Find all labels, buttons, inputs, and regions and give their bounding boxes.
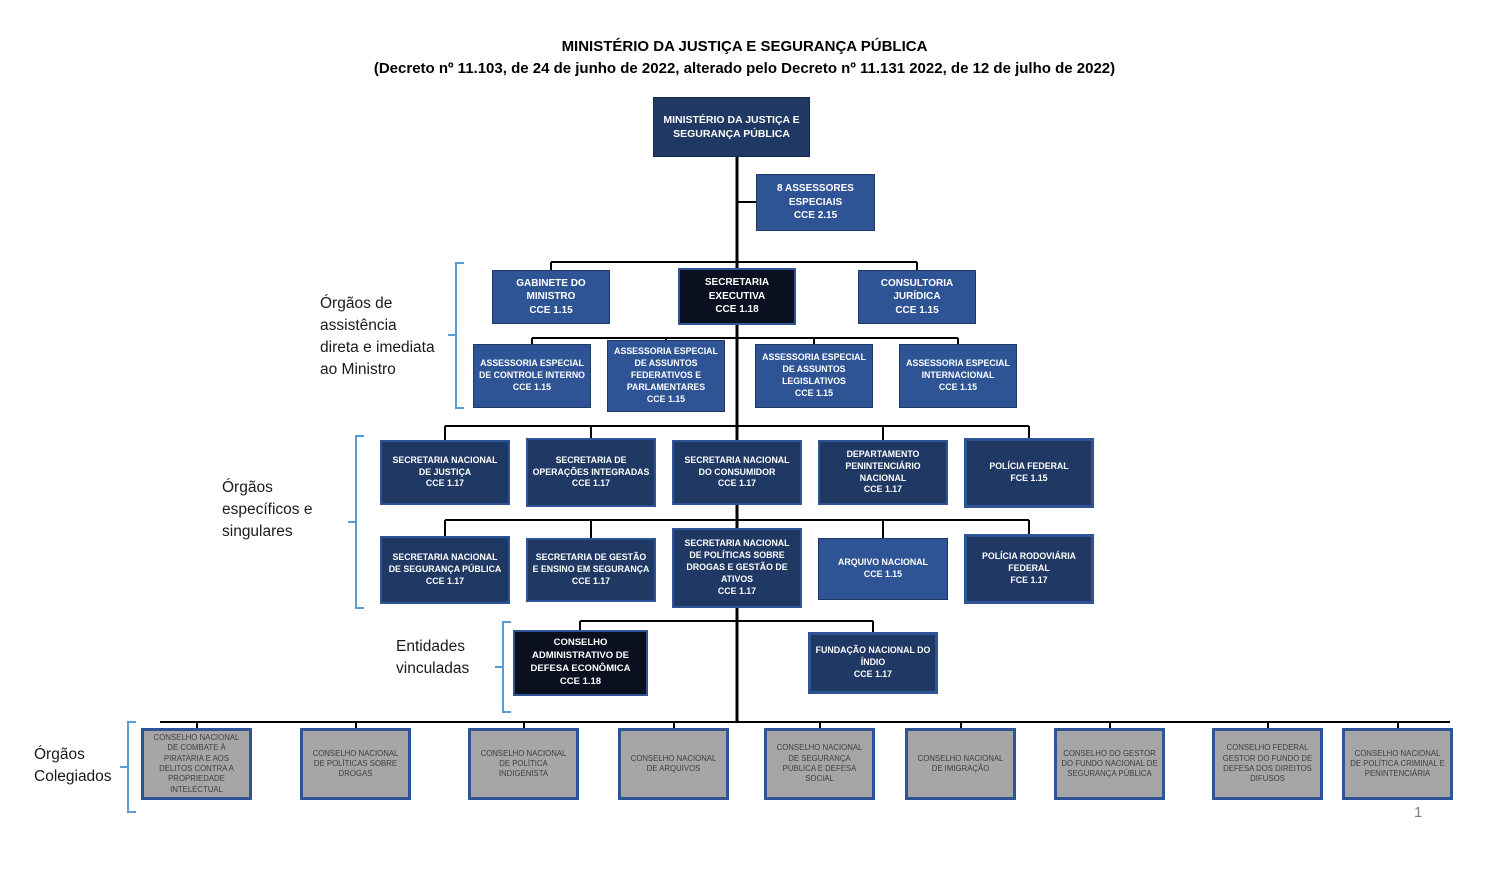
- box-code: CCE 1.17: [571, 575, 611, 586]
- box-code: CCE 1.15: [938, 381, 978, 392]
- box-conselho-combate-pirataria: CONSELHO NACIONAL DE COMBATE À PIRATARIA…: [141, 728, 252, 800]
- box-secretaria-politicas-drogas: SECRETARIA NACIONAL DE POLÍTICAS SOBRE D…: [672, 528, 802, 608]
- page-subtitle: (Decreto nº 11.103, de 24 de junho de 20…: [373, 60, 1116, 77]
- bracket-orgaos-assistencia: [448, 262, 464, 409]
- box-code: CCE 1.15: [512, 381, 552, 392]
- box-code: CCE 1.15: [863, 569, 903, 579]
- box-code: CCE 1.15: [895, 304, 939, 316]
- box-label: CONSELHO NACIONAL DE SEGURANÇA PÚBLICA E…: [776, 743, 863, 784]
- box-fundacao-nacional-indio: FUNDAÇÃO NACIONAL DO ÍNDIO CCE 1.17: [808, 632, 938, 694]
- box-secretaria-executiva: SECRETARIA EXECUTIVA CCE 1.18: [678, 268, 796, 325]
- box-code: CCE 1.15: [529, 304, 573, 316]
- box-label: CONSELHO NACIONAL DE POLÍTICA INDIGENIST…: [480, 748, 567, 779]
- box-conselho-seguranca-defesa-social: CONSELHO NACIONAL DE SEGURANÇA PÚBLICA E…: [764, 728, 875, 800]
- box-label: CONSELHO NACIONAL DE ARQUIVOS: [630, 753, 717, 773]
- box-label: CONSELHO FEDERAL GESTOR DO FUNDO DE DEFE…: [1222, 743, 1313, 784]
- bracket-entidades-vinculadas: [495, 621, 511, 713]
- box-code: CCE 1.18: [559, 675, 602, 687]
- box-code: CCE 1.17: [853, 668, 893, 679]
- box-label: SECRETARIA DE GESTÃO E ENSINO EM SEGURAN…: [532, 552, 650, 575]
- box-secretaria-seguranca-publica: SECRETARIA NACIONAL DE SEGURANÇA PÚBLICA…: [380, 536, 510, 604]
- box-secretaria-nacional-justica: SECRETARIA NACIONAL DE JUSTIÇA CCE 1.17: [380, 440, 510, 505]
- box-assessoria-assuntos-federativos: ASSESSORIA ESPECIAL DE ASSUNTOS FEDERATI…: [607, 340, 725, 412]
- box-conselho-politica-criminal: CONSELHO NACIONAL DE POLÍTICA CRIMINAL E…: [1342, 728, 1453, 800]
- box-label: CONSELHO NACIONAL DE POLÍTICA CRIMINAL E…: [1350, 748, 1445, 779]
- box-conselho-politica-indigenista: CONSELHO NACIONAL DE POLÍTICA INDIGENIST…: [468, 728, 579, 800]
- box-label: ASSESSORIA ESPECIAL DE CONTROLE INTERNO: [478, 358, 586, 381]
- box-secretaria-operacoes-integradas: SECRETARIA DE OPERAÇÕES INTEGRADAS CCE 1…: [526, 438, 656, 507]
- box-secretaria-nacional-consumidor: SECRETARIA NACIONAL DO CONSUMIDOR CCE 1.…: [672, 440, 802, 505]
- box-label: POLÍCIA FEDERAL: [989, 461, 1069, 472]
- box-policia-federal: POLÍCIA FEDERAL FCE 1.15: [964, 438, 1094, 508]
- box-label: GABINETE DO MINISTRO: [516, 277, 586, 303]
- label-orgaos-especificos: Órgãos específicos e singulares: [222, 479, 313, 540]
- box-label: SECRETARIA NACIONAL DE POLÍTICAS SOBRE D…: [684, 538, 790, 584]
- box-code: CCE 2.15: [793, 210, 838, 222]
- box-conselho-politicas-drogas: CONSELHO NACIONAL DE POLÍTICAS SOBRE DRO…: [300, 728, 411, 800]
- box-label: FUNDAÇÃO NACIONAL DO ÍNDIO: [815, 645, 931, 668]
- box-conselho-arquivos: CONSELHO NACIONAL DE ARQUIVOS: [618, 728, 729, 800]
- label-orgaos-colegiados: Órgãos Colegiados: [34, 746, 112, 785]
- box-conselho-gestor-fundo-seguranca: CONSELHO DO GESTOR DO FUNDO NACIONAL DE …: [1054, 728, 1165, 800]
- label-orgaos-assistencia: Órgãos de assistência direta e imediata …: [320, 295, 435, 378]
- box-label: MINISTÉRIO DA JUSTIÇA E SEGURANÇA PÚBLIC…: [663, 113, 800, 140]
- label-entidades-vinculadas: Entidades vinculadas: [396, 638, 470, 677]
- box-code: CCE 1.15: [794, 387, 834, 398]
- page-title: MINISTÉRIO DA JUSTIÇA E SEGURANÇA PÚBLIC…: [561, 38, 928, 55]
- box-code: CCE 1.17: [425, 478, 465, 489]
- bracket-orgaos-especificos: [348, 435, 364, 609]
- box-label: POLÍCIA RODOVIÁRIA FEDERAL: [982, 551, 1076, 574]
- box-code: FCE 1.15: [1010, 473, 1048, 483]
- box-label: CONSELHO NACIONAL DE COMBATE À PIRATARIA…: [153, 733, 240, 794]
- box-label: SECRETARIA NACIONAL DE SEGURANÇA PÚBLICA: [388, 552, 502, 575]
- box-label: ASSESSORIA ESPECIAL DE ASSUNTOS LEGISLAT…: [762, 352, 866, 386]
- box-label: SECRETARIA DE OPERAÇÕES INTEGRADAS: [532, 454, 650, 477]
- bracket-orgaos-colegiados: [120, 721, 136, 813]
- box-label: SECRETARIA EXECUTIVA: [704, 277, 770, 302]
- box-code: CCE 1.17: [425, 575, 465, 586]
- box-label: ARQUIVO NACIONAL: [838, 557, 928, 568]
- box-assessoria-assuntos-legislativos: ASSESSORIA ESPECIAL DE ASSUNTOS LEGISLAT…: [755, 344, 873, 408]
- box-arquivo-nacional: ARQUIVO NACIONAL CCE 1.15: [818, 538, 948, 600]
- box-consultoria-juridica: CONSULTORIA JURÍDICA CCE 1.15: [858, 270, 976, 324]
- box-code: FCE 1.17: [1010, 574, 1048, 585]
- box-conselho-gestor-direitos-difusos: CONSELHO FEDERAL GESTOR DO FUNDO DE DEFE…: [1212, 728, 1323, 800]
- box-label: 8 ASSESSORES ESPECIAIS: [777, 183, 854, 208]
- box-label: CONSELHO NACIONAL DE IMIGRAÇÃO: [917, 753, 1004, 773]
- box-label: ASSESSORIA ESPECIAL DE ASSUNTOS FEDERATI…: [614, 346, 718, 392]
- box-label: CONSELHO NACIONAL DE POLÍTICAS SOBRE DRO…: [312, 748, 399, 779]
- box-code: CCE 1.18: [715, 304, 759, 316]
- box-code: CCE 1.17: [717, 478, 757, 489]
- box-label: CONSULTORIA JURÍDICA: [880, 277, 954, 303]
- box-label: DEPARTAMENTO PENINTENCIÁRIO NACIONAL: [845, 448, 921, 483]
- box-label: SECRETARIA NACIONAL DO CONSUMIDOR: [684, 454, 790, 477]
- box-policia-rodoviaria-federal: POLÍCIA RODOVIÁRIA FEDERAL FCE 1.17: [964, 534, 1094, 604]
- box-code: CCE 1.15: [646, 393, 686, 404]
- box-ministerio-justica: MINISTÉRIO DA JUSTIÇA E SEGURANÇA PÚBLIC…: [653, 97, 810, 157]
- box-code: CCE 1.17: [717, 585, 757, 596]
- box-label: CONSELHO ADMINISTRATIVO DE DEFESA ECONÔM…: [530, 637, 631, 674]
- box-label: ASSESSORIA ESPECIAL INTERNACIONAL: [906, 358, 1010, 381]
- box-cade: CONSELHO ADMINISTRATIVO DE DEFESA ECONÔM…: [513, 630, 648, 696]
- box-conselho-imigracao: CONSELHO NACIONAL DE IMIGRAÇÃO: [905, 728, 1016, 800]
- box-code: CCE 1.17: [863, 484, 903, 495]
- box-label: SECRETARIA NACIONAL DE JUSTIÇA: [392, 454, 498, 477]
- box-gabinete-do-ministro: GABINETE DO MINISTRO CCE 1.15: [492, 270, 610, 324]
- box-assessoria-internacional: ASSESSORIA ESPECIAL INTERNACIONAL CCE 1.…: [899, 344, 1017, 408]
- page-number: 1: [1414, 804, 1423, 821]
- box-departamento-penitenciario: DEPARTAMENTO PENINTENCIÁRIO NACIONAL CCE…: [818, 440, 948, 505]
- box-assessores-especiais: 8 ASSESSORES ESPECIAIS CCE 2.15: [756, 174, 875, 231]
- box-secretaria-gestao-ensino: SECRETARIA DE GESTÃO E ENSINO EM SEGURAN…: [526, 538, 656, 602]
- box-assessoria-controle-interno: ASSESSORIA ESPECIAL DE CONTROLE INTERNO …: [473, 344, 591, 408]
- box-code: CCE 1.17: [571, 478, 611, 489]
- box-label: CONSELHO DO GESTOR DO FUNDO NACIONAL DE …: [1061, 748, 1158, 779]
